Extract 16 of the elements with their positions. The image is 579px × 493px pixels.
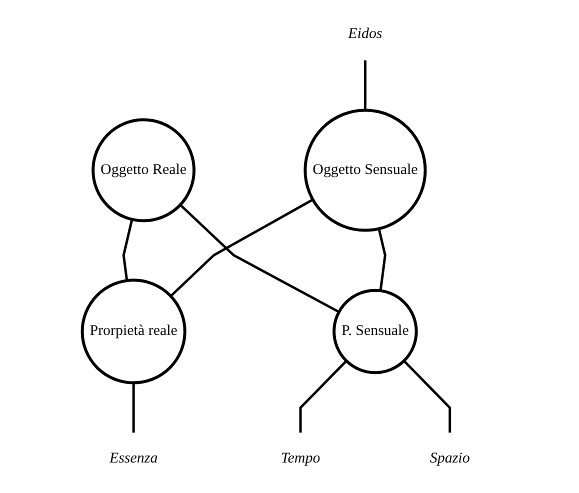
connector — [170, 198, 314, 298]
connector — [179, 204, 340, 314]
node-circle: Prorpietà reale — [80, 278, 186, 384]
connector — [364, 60, 366, 110]
node-circle: Oggetto Reale — [91, 118, 196, 222]
connector — [299, 360, 348, 433]
connector — [378, 228, 386, 291]
node-circle: P. Sensuale — [332, 288, 418, 374]
node-text: Spazio — [430, 450, 470, 467]
node-text: Eidos — [348, 26, 382, 42]
connector — [402, 360, 451, 433]
node-circle: Oggetto Sensuale — [304, 108, 427, 232]
connector — [122, 219, 134, 281]
connector — [132, 382, 135, 433]
node-text: Tempo — [280, 450, 320, 467]
node-text: Essenza — [109, 450, 158, 467]
